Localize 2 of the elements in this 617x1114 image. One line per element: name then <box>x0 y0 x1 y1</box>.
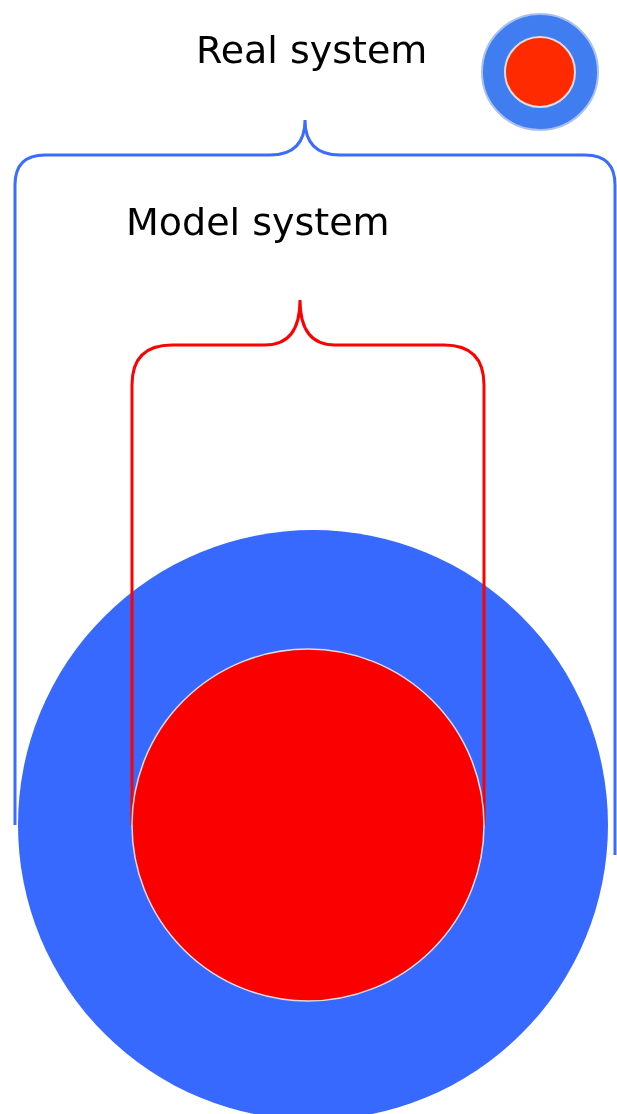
brace-label: Model system <box>126 200 390 246</box>
brace-label: Real system <box>196 28 428 74</box>
